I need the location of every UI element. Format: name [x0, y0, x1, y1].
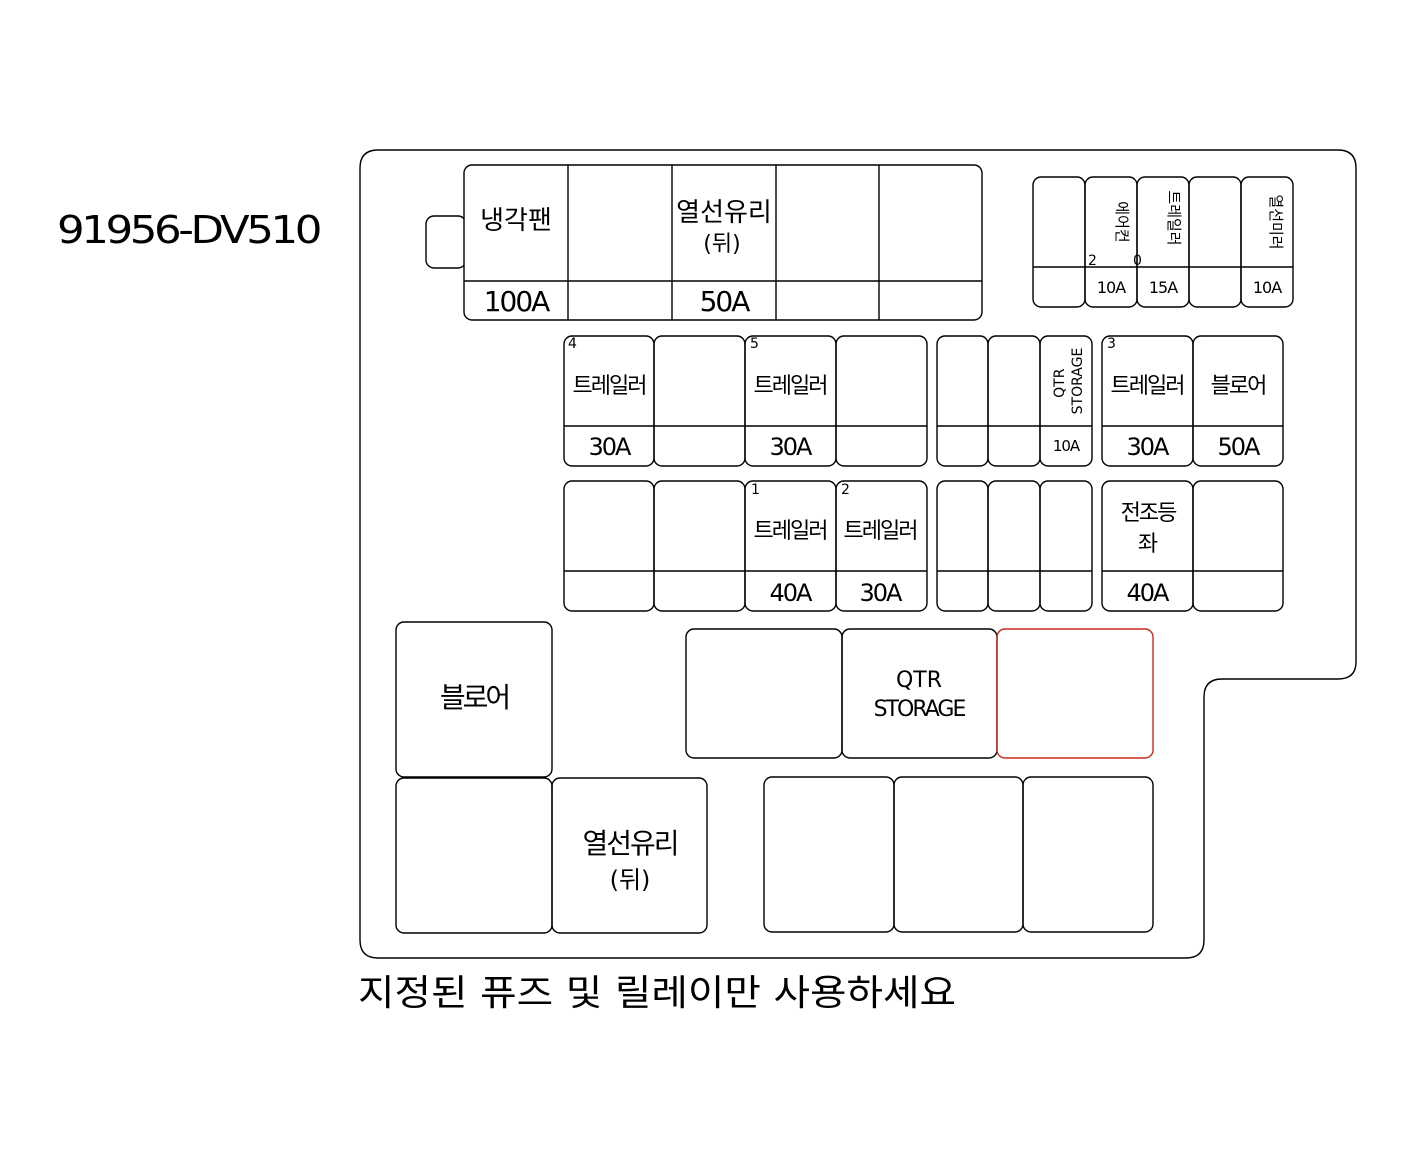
- fuse-rating: 10A: [1253, 278, 1282, 297]
- fuse-label: 트레일러: [754, 374, 827, 399]
- relay-label: STORAGE: [874, 697, 966, 722]
- fuse-number: 0: [1133, 253, 1142, 269]
- fuse-sublabel: (뒤): [703, 232, 740, 257]
- footer-note: 지정된 퓨즈 및 릴레이만 사용하세요: [358, 973, 956, 1014]
- fuse-label: 트레일러: [844, 519, 917, 544]
- fuse-rating: 40A: [770, 579, 814, 607]
- fuse-row-2: 4 5 3 트레일러 트레일러 트레일러 블로어 QTR STORAGE 30A…: [563, 335, 1284, 467]
- fuse-rating: 100A: [484, 285, 550, 318]
- relay-block-middle: QTR STORAGE: [685, 628, 1154, 759]
- fuse-rating: 30A: [860, 579, 904, 607]
- relay-label: 블로어: [440, 681, 509, 714]
- relay-sublabel: (뒤): [610, 866, 651, 894]
- fuse-box-outline: [359, 149, 1357, 959]
- relay-label: 열선유리: [582, 827, 677, 860]
- fuse-label: 트레일러: [573, 374, 646, 399]
- fuse-rating: 10A: [1053, 437, 1081, 455]
- fuse-rating: 50A: [1218, 433, 1262, 461]
- fuse-rating: 40A: [1127, 579, 1171, 607]
- fuse-label: 열선미러: [1267, 194, 1285, 249]
- fuse-number: 2: [1088, 253, 1097, 269]
- fuse-rating: 30A: [589, 433, 633, 461]
- relay-block-bottom: [763, 776, 1154, 933]
- relay-label: QTR: [896, 668, 942, 693]
- fuse-label: 트레일러: [1165, 190, 1183, 245]
- relay-block-left: 블로어 열선유리 (뒤): [395, 621, 708, 934]
- top-fuse-block: 냉각팬 100A 열선유리 (뒤) 50A: [425, 164, 983, 321]
- fuse-number: 1: [751, 482, 760, 498]
- mini-fuse-block: 에어컨 트레일러 열선미러 2 0 10A 15A 10A: [1032, 176, 1294, 308]
- fuse-row-3: 1 2 트레일러 트레일러 전조등 좌 40A 30A 40A: [563, 480, 1284, 612]
- fuse-sublabel: 좌: [1138, 532, 1158, 557]
- fuse-rating: 50A: [700, 285, 751, 318]
- highlighted-relay-slot: [996, 628, 1154, 759]
- part-number: 91956-DV510: [57, 208, 320, 252]
- fuse-label: 전조등: [1121, 501, 1177, 526]
- fuse-number: 5: [750, 336, 759, 352]
- fuse-label: 트레일러: [1111, 374, 1184, 399]
- fuse-rating: 30A: [1127, 433, 1171, 461]
- fuse-rating: 15A: [1149, 278, 1178, 297]
- fuse-number: 2: [841, 482, 850, 498]
- fuse-rating: 10A: [1097, 278, 1126, 297]
- fuse-number: 4: [568, 336, 577, 352]
- fuse-label: QTR STORAGE: [1052, 348, 1086, 415]
- fuse-label: 에어컨: [1113, 201, 1131, 242]
- fuse-rating: 30A: [770, 433, 814, 461]
- fuse-number: 3: [1107, 336, 1116, 352]
- fuse-label: 블로어: [1211, 374, 1266, 399]
- fuse-label: 냉각팬: [480, 206, 552, 236]
- fuse-label: 트레일러: [754, 519, 827, 544]
- fuse-label: 열선유리: [676, 198, 772, 228]
